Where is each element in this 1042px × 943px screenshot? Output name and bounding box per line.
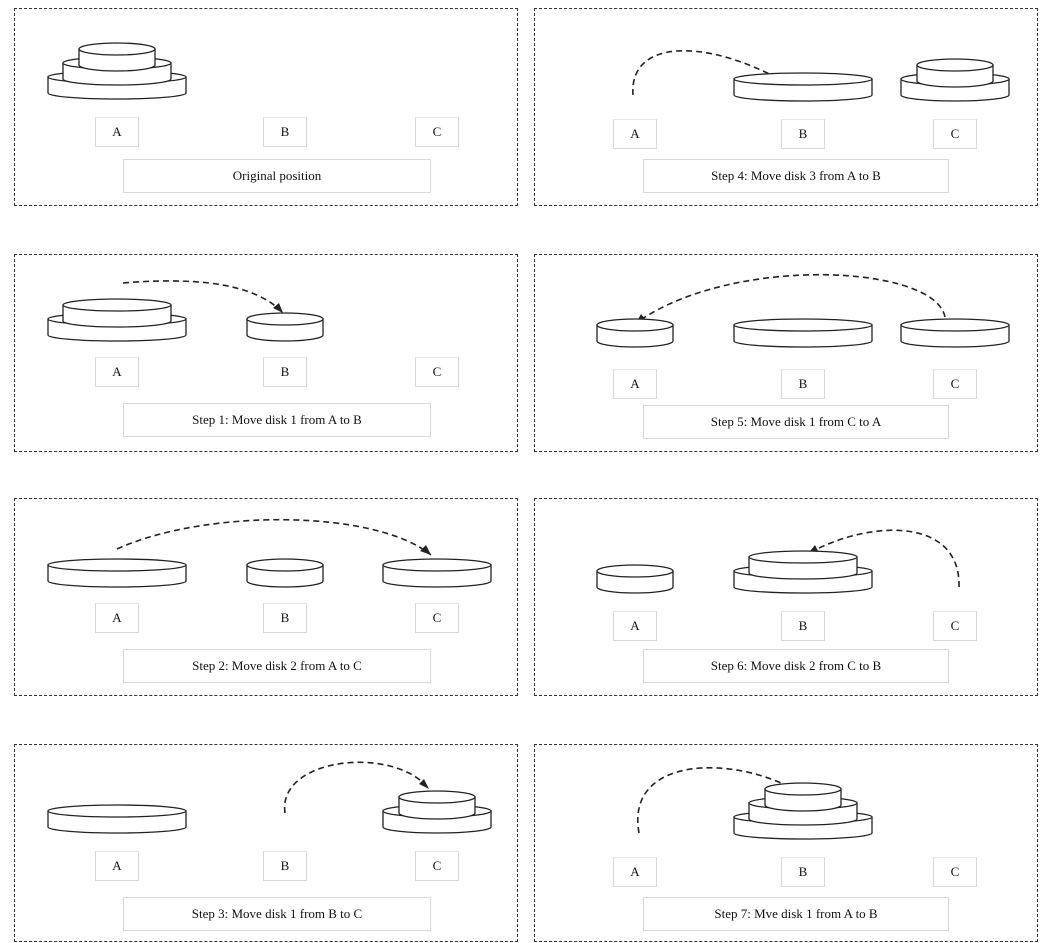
panel-step-7: A B C Step 7: Mve disk 1 from A to B [534, 744, 1038, 942]
peg-label-c: C [933, 119, 977, 149]
peg-label-b: B [263, 117, 307, 147]
peg-label-c: C [415, 117, 459, 147]
disk-1 [765, 783, 841, 811]
peg-label-a: A [95, 117, 139, 147]
peg-label-a: A [95, 851, 139, 881]
panel-caption: Step 5: Move disk 1 from C to A [643, 405, 949, 439]
arrowhead-icon [419, 779, 429, 789]
disk-3 [48, 559, 186, 587]
disk-3 [734, 73, 872, 101]
panel-caption: Step 1: Move disk 1 from A to B [123, 403, 431, 437]
peg-label-c: C [933, 857, 977, 887]
peg-label-c: C [933, 611, 977, 641]
disk-3 [734, 319, 872, 347]
panel-caption: Step 2: Move disk 2 from A to C [123, 649, 431, 683]
peg-label-c: C [933, 369, 977, 399]
arrowhead-icon [420, 545, 431, 555]
disk-1 [399, 791, 475, 819]
peg-label-a: A [613, 119, 657, 149]
panel-step-4: A B C Step 4: Move disk 3 from A to B [534, 8, 1038, 206]
peg-label-a: A [613, 857, 657, 887]
peg-label-b: B [781, 857, 825, 887]
panel-caption: Original position [123, 159, 431, 193]
panel-original: A B C Original position [14, 8, 518, 206]
move-arrow [639, 275, 945, 321]
disk-1 [597, 565, 673, 593]
peg-label-c: C [415, 603, 459, 633]
panel-caption: Step 3: Move disk 1 from B to C [123, 897, 431, 931]
panel-caption: Step 4: Move disk 3 from A to B [643, 159, 949, 193]
peg-label-b: B [263, 851, 307, 881]
disk-2 [749, 551, 857, 579]
peg-label-c: C [415, 851, 459, 881]
panel-step-2: A B C Step 2: Move disk 2 from A to C [14, 498, 518, 696]
panel-caption: Step 7: Mve disk 1 from A to B [643, 897, 949, 931]
disk-2 [901, 319, 1009, 347]
peg-label-b: B [263, 603, 307, 633]
disk-1 [79, 43, 155, 71]
disk-1 [917, 59, 993, 87]
peg-label-a: A [95, 357, 139, 387]
peg-label-b: B [781, 369, 825, 399]
disk-1 [247, 559, 323, 587]
peg-label-a: A [613, 369, 657, 399]
disk-1 [247, 313, 323, 341]
disk-1 [597, 319, 673, 347]
peg-label-a: A [613, 611, 657, 641]
panel-step-6: A B C Step 6: Move disk 2 from C to B [534, 498, 1038, 696]
panel-step-3: A B C Step 3: Move disk 1 from B to C [14, 744, 518, 942]
disk-2 [63, 299, 171, 327]
disk-3 [48, 805, 186, 833]
peg-label-c: C [415, 357, 459, 387]
peg-label-a: A [95, 603, 139, 633]
move-arrow [117, 520, 431, 555]
panel-caption: Step 6: Move disk 2 from C to B [643, 649, 949, 683]
peg-label-b: B [781, 611, 825, 641]
peg-label-b: B [781, 119, 825, 149]
panel-step-1: A B C Step 1: Move disk 1 from A to B [14, 254, 518, 452]
panel-step-5: A B C Step 5: Move disk 1 from C to A [534, 254, 1038, 452]
disk-2 [383, 559, 491, 587]
peg-label-b: B [263, 357, 307, 387]
